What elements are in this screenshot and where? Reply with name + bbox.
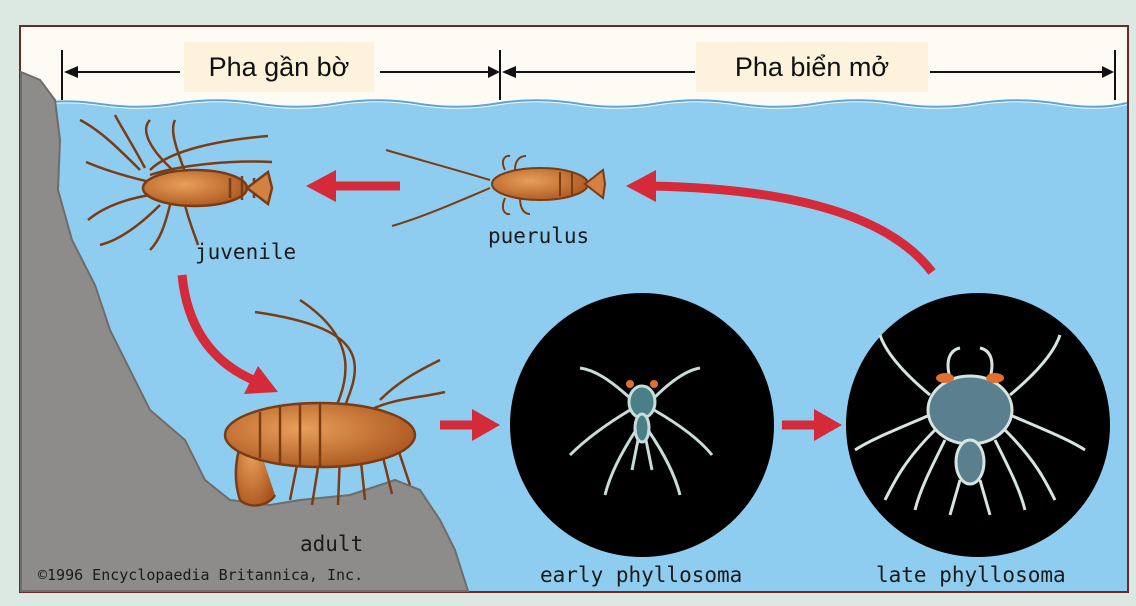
- phase-label-open-sea: Pha biển mở: [696, 42, 928, 92]
- late-phyllosoma-illustration: [846, 293, 1110, 557]
- stage-label-juvenile: juvenile: [195, 240, 296, 264]
- copyright-notice: ©1996 Encyclopaedia Britannica, Inc.: [38, 566, 363, 584]
- stage-label-adult: adult: [300, 532, 363, 556]
- early-phyllosoma-illustration: [510, 293, 774, 557]
- stage-label-early-phyllosoma: early phyllosoma: [540, 563, 742, 587]
- stage-label-late-phyllosoma: late phyllosoma: [876, 563, 1066, 587]
- phase-label-nearshore: Pha gần bờ: [184, 42, 374, 92]
- stage-label-puerulus: puerulus: [488, 224, 589, 248]
